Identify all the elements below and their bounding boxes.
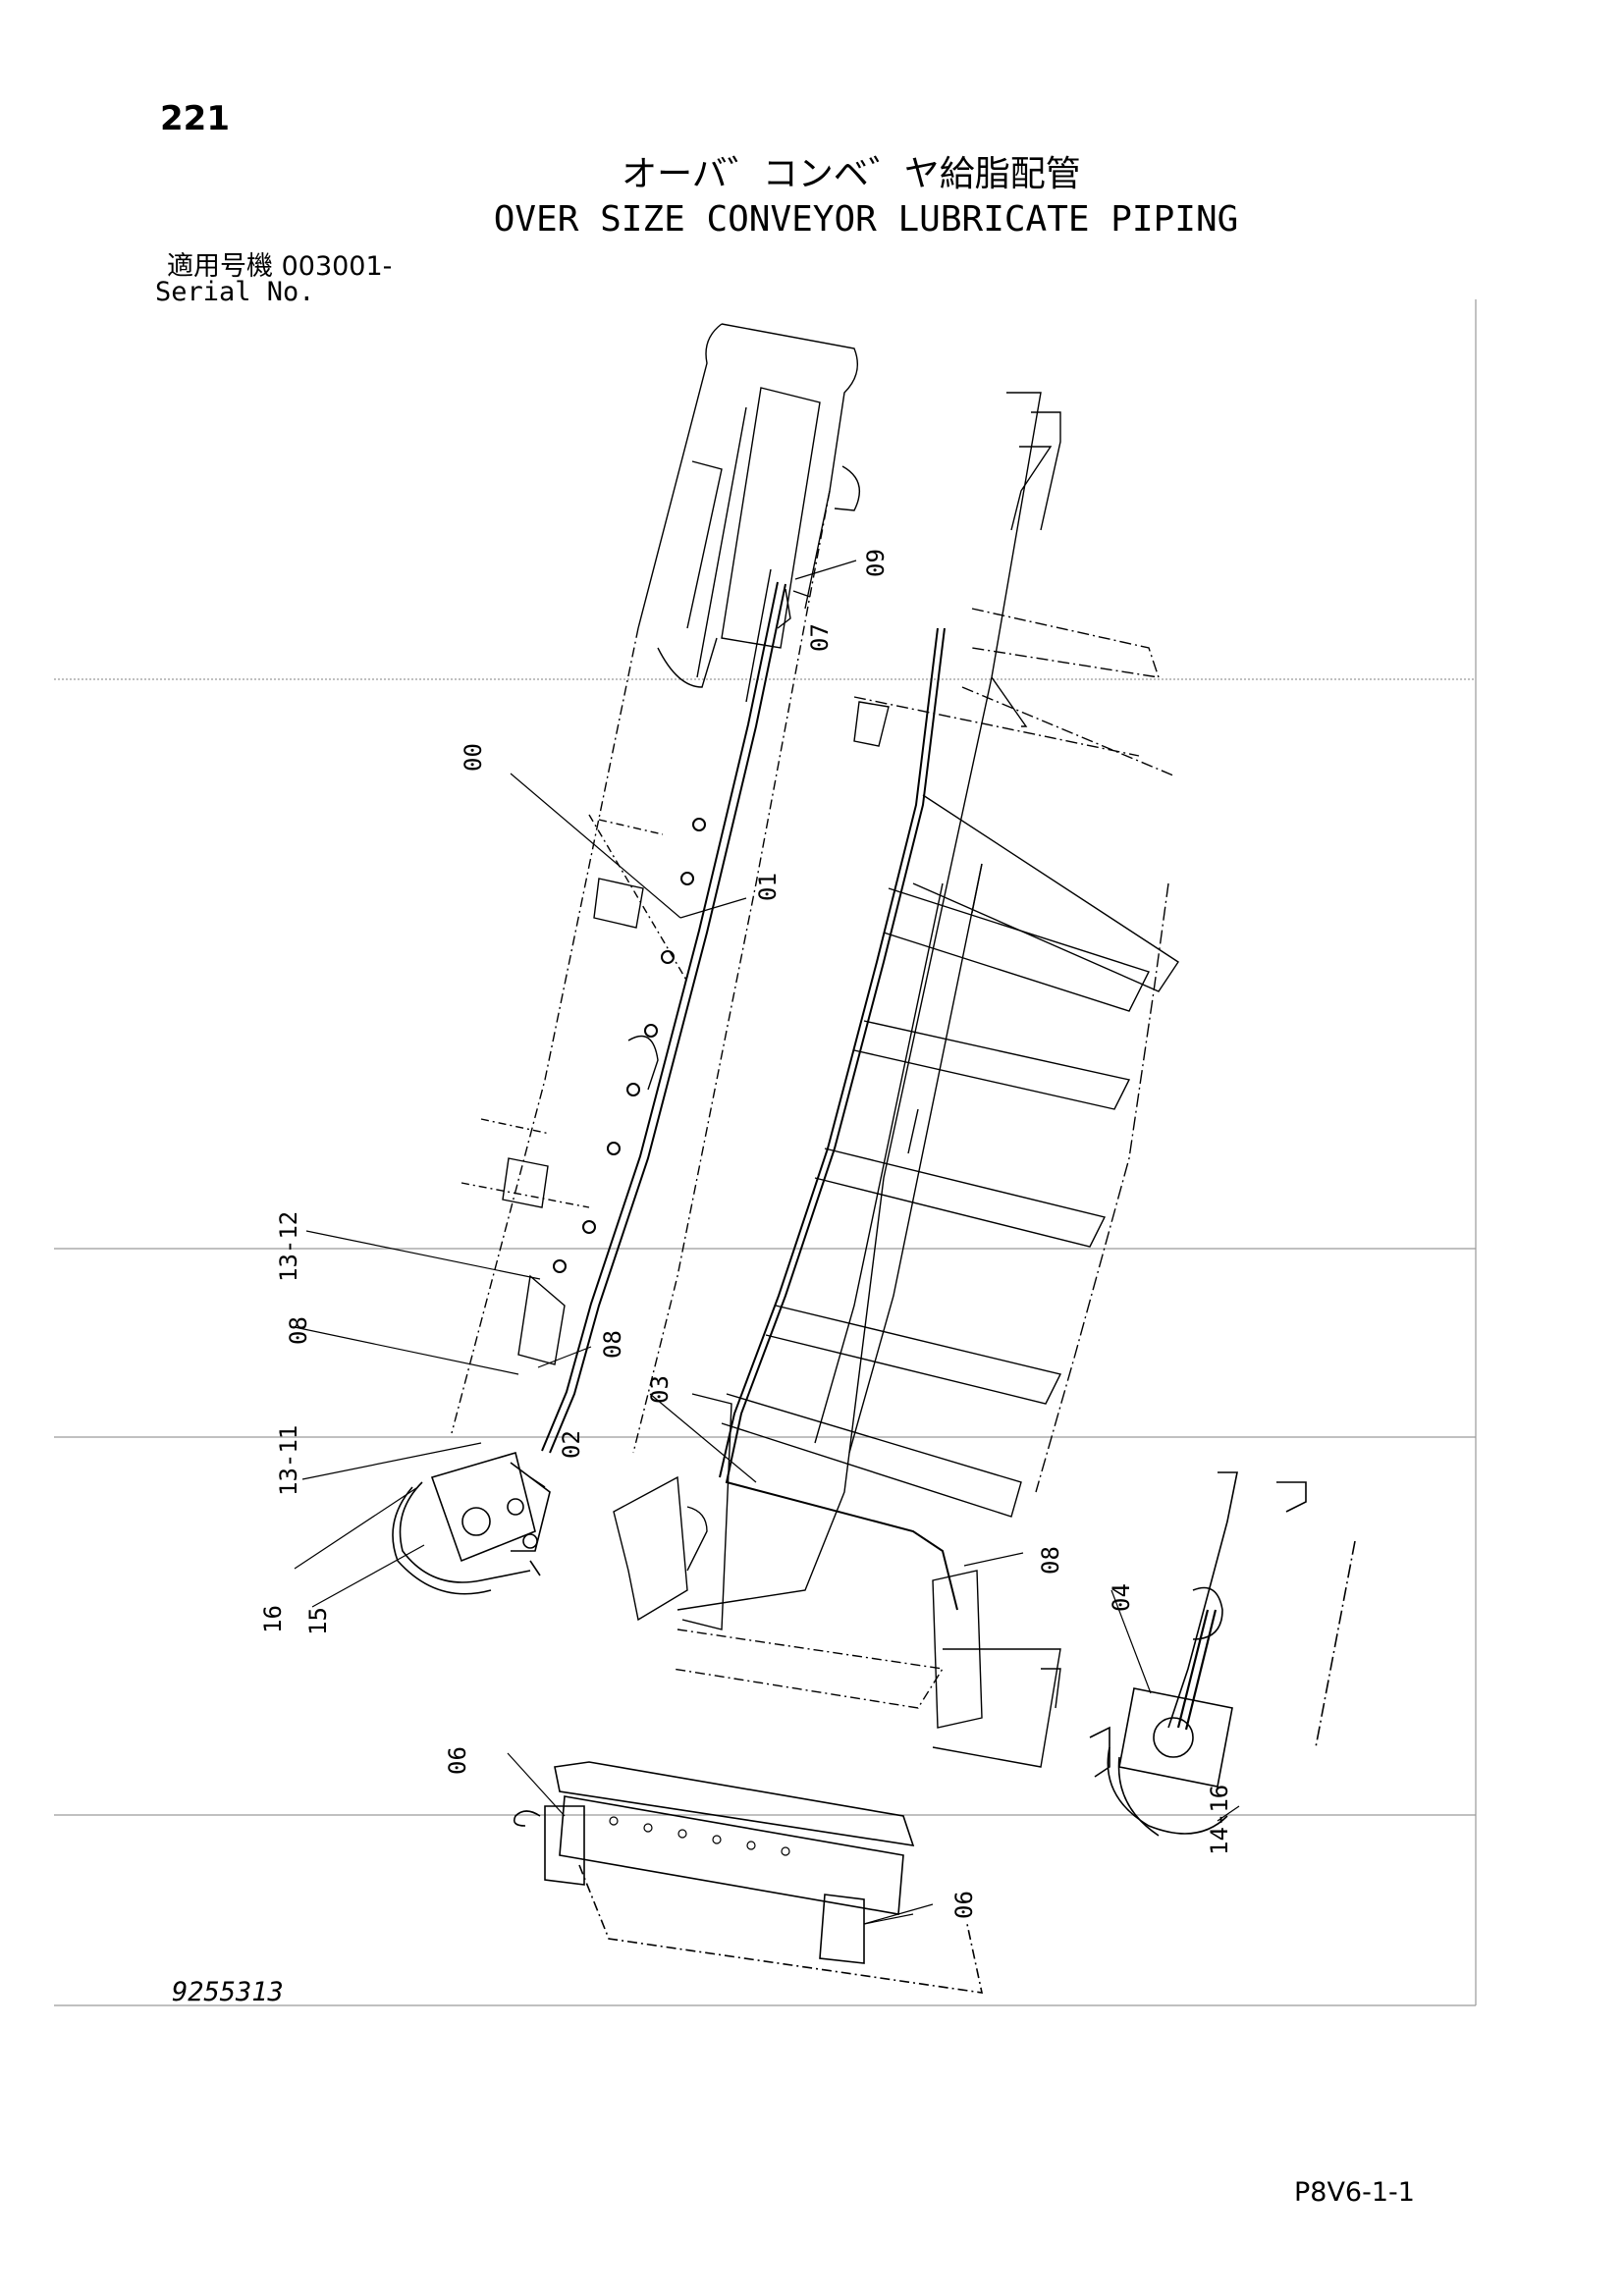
callout-06a: 06 bbox=[444, 1746, 471, 1775]
serial-label-japanese: 適用号機 003001- bbox=[167, 251, 393, 282]
callout-08c: 08 bbox=[1037, 1546, 1064, 1575]
serial-label-english: Serial No. bbox=[155, 277, 315, 307]
detail-drum-right bbox=[1089, 1471, 1356, 1837]
callout-08b: 08 bbox=[599, 1330, 626, 1359]
right-lube-pipe bbox=[719, 627, 958, 1611]
callout-16: 16 bbox=[259, 1605, 287, 1633]
callout-00: 00 bbox=[460, 743, 487, 772]
page-code: P8V6-1-1 bbox=[1294, 2177, 1415, 2208]
callout-04: 04 bbox=[1108, 1583, 1135, 1612]
drawing-number: 9255313 bbox=[172, 1977, 284, 2007]
callout-13-12: 13-12 bbox=[275, 1211, 302, 1282]
callout-03: 03 bbox=[646, 1375, 674, 1404]
left-conveyor-boom bbox=[451, 323, 861, 1454]
callout-07: 07 bbox=[806, 623, 834, 652]
left-drum-assembly bbox=[392, 1451, 551, 1595]
left-lube-pipe bbox=[541, 581, 786, 1454]
callout-14-16: 14-16 bbox=[1206, 1785, 1233, 1855]
callout-01: 01 bbox=[754, 873, 782, 901]
leader-lines bbox=[294, 560, 1240, 1925]
callout-09: 09 bbox=[862, 549, 890, 577]
frame bbox=[54, 299, 1477, 2006]
detail-bottom bbox=[513, 1761, 984, 1994]
page-number: 221 bbox=[160, 99, 230, 138]
callout-labels: 09 07 00 01 13-12 08 08 03 02 13-11 08 0… bbox=[259, 549, 1233, 1919]
title-english: OVER SIZE CONVEYOR LUBRICATE PIPING bbox=[493, 199, 1239, 240]
callout-13-11: 13-11 bbox=[275, 1425, 302, 1496]
callout-02: 02 bbox=[558, 1430, 585, 1459]
callout-15: 15 bbox=[304, 1607, 332, 1635]
callout-08a: 08 bbox=[285, 1316, 312, 1345]
title-japanese: オーバ゛コンベ゛ヤ給脂配管 bbox=[622, 154, 1081, 194]
right-conveyor-frame bbox=[613, 392, 1179, 1768]
callout-06b: 06 bbox=[950, 1891, 978, 1919]
